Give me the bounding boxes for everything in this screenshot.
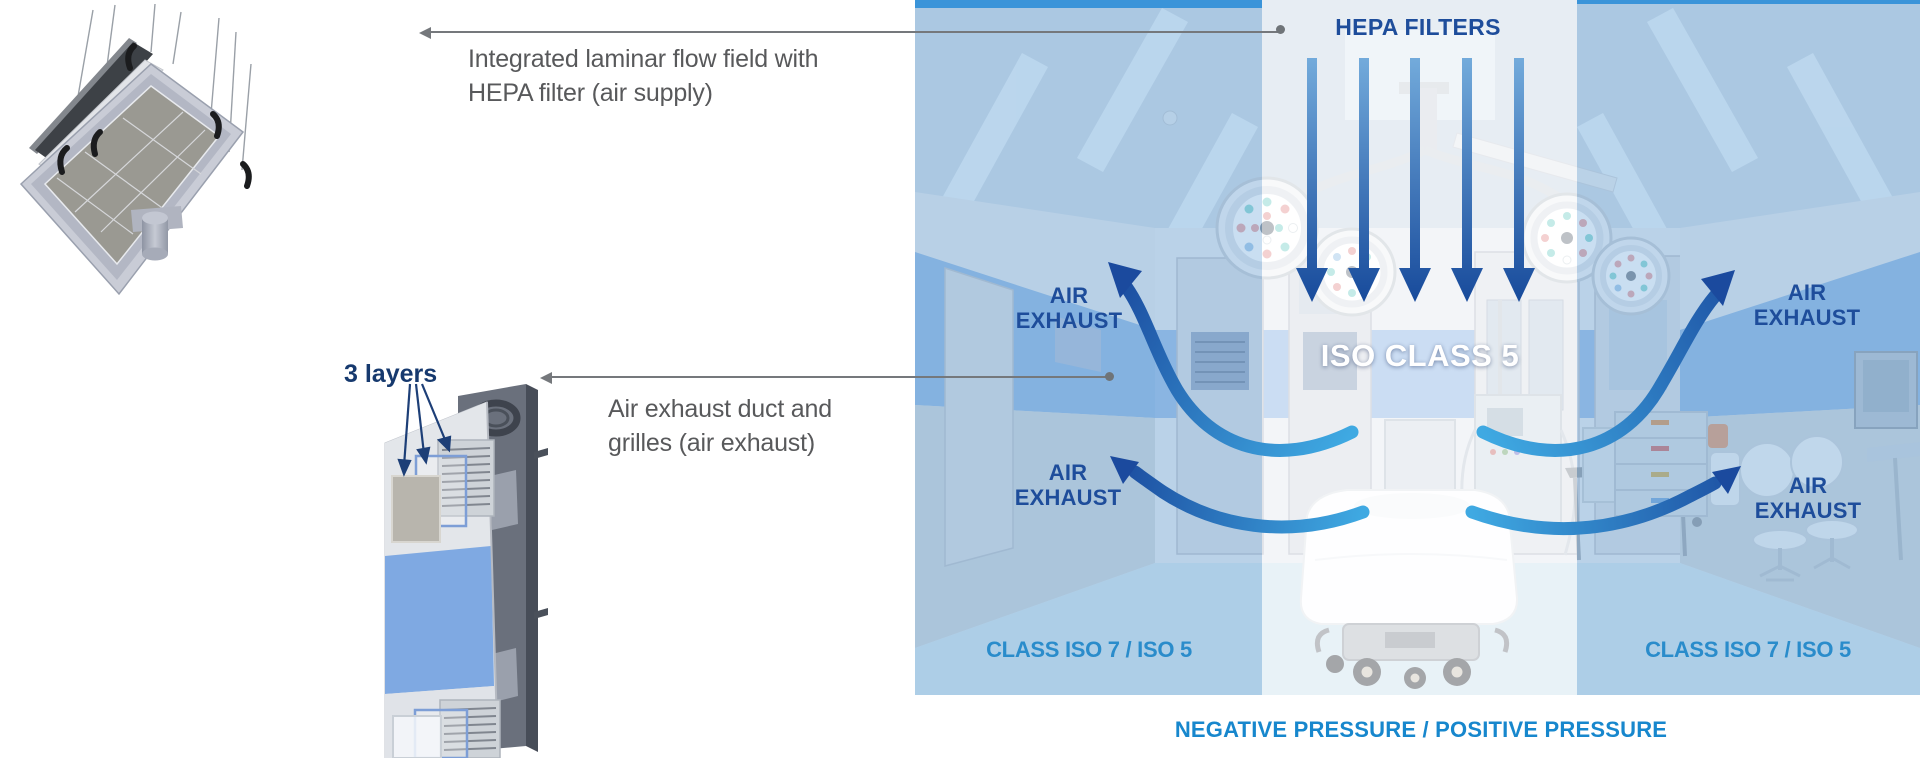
connector-line-duct bbox=[551, 376, 1109, 378]
caption-laminar-flow: Integrated laminar flow field with HEPA … bbox=[468, 45, 819, 107]
connector-dot-icon bbox=[1105, 372, 1114, 381]
exhaust-arrow-lower-right bbox=[1465, 476, 1722, 536]
duct-flange-lower bbox=[534, 608, 548, 619]
duct-flange-upper bbox=[534, 448, 548, 459]
dark-duct-beam bbox=[35, 42, 153, 164]
duct-bracket-upper bbox=[490, 470, 518, 530]
exhaust-arrowheads bbox=[1108, 262, 1741, 494]
grille-panel-blue-band bbox=[385, 546, 494, 694]
smoke-detector bbox=[1162, 110, 1178, 126]
connector-line-laminar bbox=[430, 31, 1279, 33]
filter-grid-lines bbox=[56, 111, 206, 235]
exhaust-arrow-upper-right bbox=[1476, 289, 1722, 457]
exploded-layer-filter-upper bbox=[391, 475, 441, 543]
top-strip-left bbox=[915, 0, 1262, 8]
air-exhaust-label-lower-right: AIR EXHAUST bbox=[1754, 473, 1862, 523]
exhaust-duct-illustration bbox=[384, 383, 548, 758]
left-arrowhead-icon bbox=[419, 27, 431, 39]
exploded-layer-filter-lower bbox=[392, 715, 442, 758]
operating-room-photo bbox=[915, 0, 1920, 695]
hepa-down-arrows bbox=[1296, 58, 1535, 302]
class-iso-label-left: CLASS ISO 7 / ISO 5 bbox=[986, 637, 1192, 662]
pressure-caption: NEGATIVE PRESSURE / POSITIVE PRESSURE bbox=[1174, 717, 1668, 742]
suspension-hooks bbox=[57, 43, 252, 189]
class-iso-label-right: CLASS ISO 7 / ISO 5 bbox=[1645, 637, 1851, 662]
spigot-cylinder bbox=[142, 218, 168, 254]
left-wall-vent bbox=[1055, 316, 1101, 372]
laminar-flow-unit-illustration bbox=[19, 3, 252, 296]
duct-bracket-lower bbox=[492, 648, 518, 702]
caption-exhaust-duct: Air exhaust duct and grilles (air exhaus… bbox=[608, 395, 832, 457]
stools bbox=[1739, 435, 1859, 582]
left-arrowhead-icon bbox=[540, 372, 552, 384]
exhaust-arrow-upper-left bbox=[1120, 281, 1359, 457]
operating-room-scene bbox=[915, 0, 1920, 695]
left-wall-door bbox=[944, 266, 1014, 567]
top-strip-right bbox=[1577, 0, 1920, 4]
iso-class-5-label: ISO CLASS 5 bbox=[1320, 338, 1520, 373]
negative-pressure-zone-left bbox=[915, 0, 1262, 695]
air-exhaust-label-lower-left: AIR EXHAUST bbox=[1014, 460, 1122, 510]
air-exhaust-label-upper-right: AIR EXHAUST bbox=[1753, 280, 1861, 330]
three-layers-label: 3 layers bbox=[344, 360, 438, 388]
hepa-filters-label: HEPA FILTERS bbox=[1335, 14, 1501, 40]
side-table bbox=[1867, 442, 1920, 561]
beam-flange bbox=[29, 38, 137, 154]
negative-pressure-zone-right bbox=[1577, 0, 1920, 695]
connector-dot-icon bbox=[1276, 25, 1285, 34]
three-layers-pointer-arrows bbox=[397, 383, 452, 477]
exhaust-arrow-lower-left bbox=[1128, 465, 1370, 534]
air-exhaust-label-upper-left: AIR EXHAUST bbox=[1015, 283, 1123, 333]
duct-column-side bbox=[526, 384, 538, 752]
